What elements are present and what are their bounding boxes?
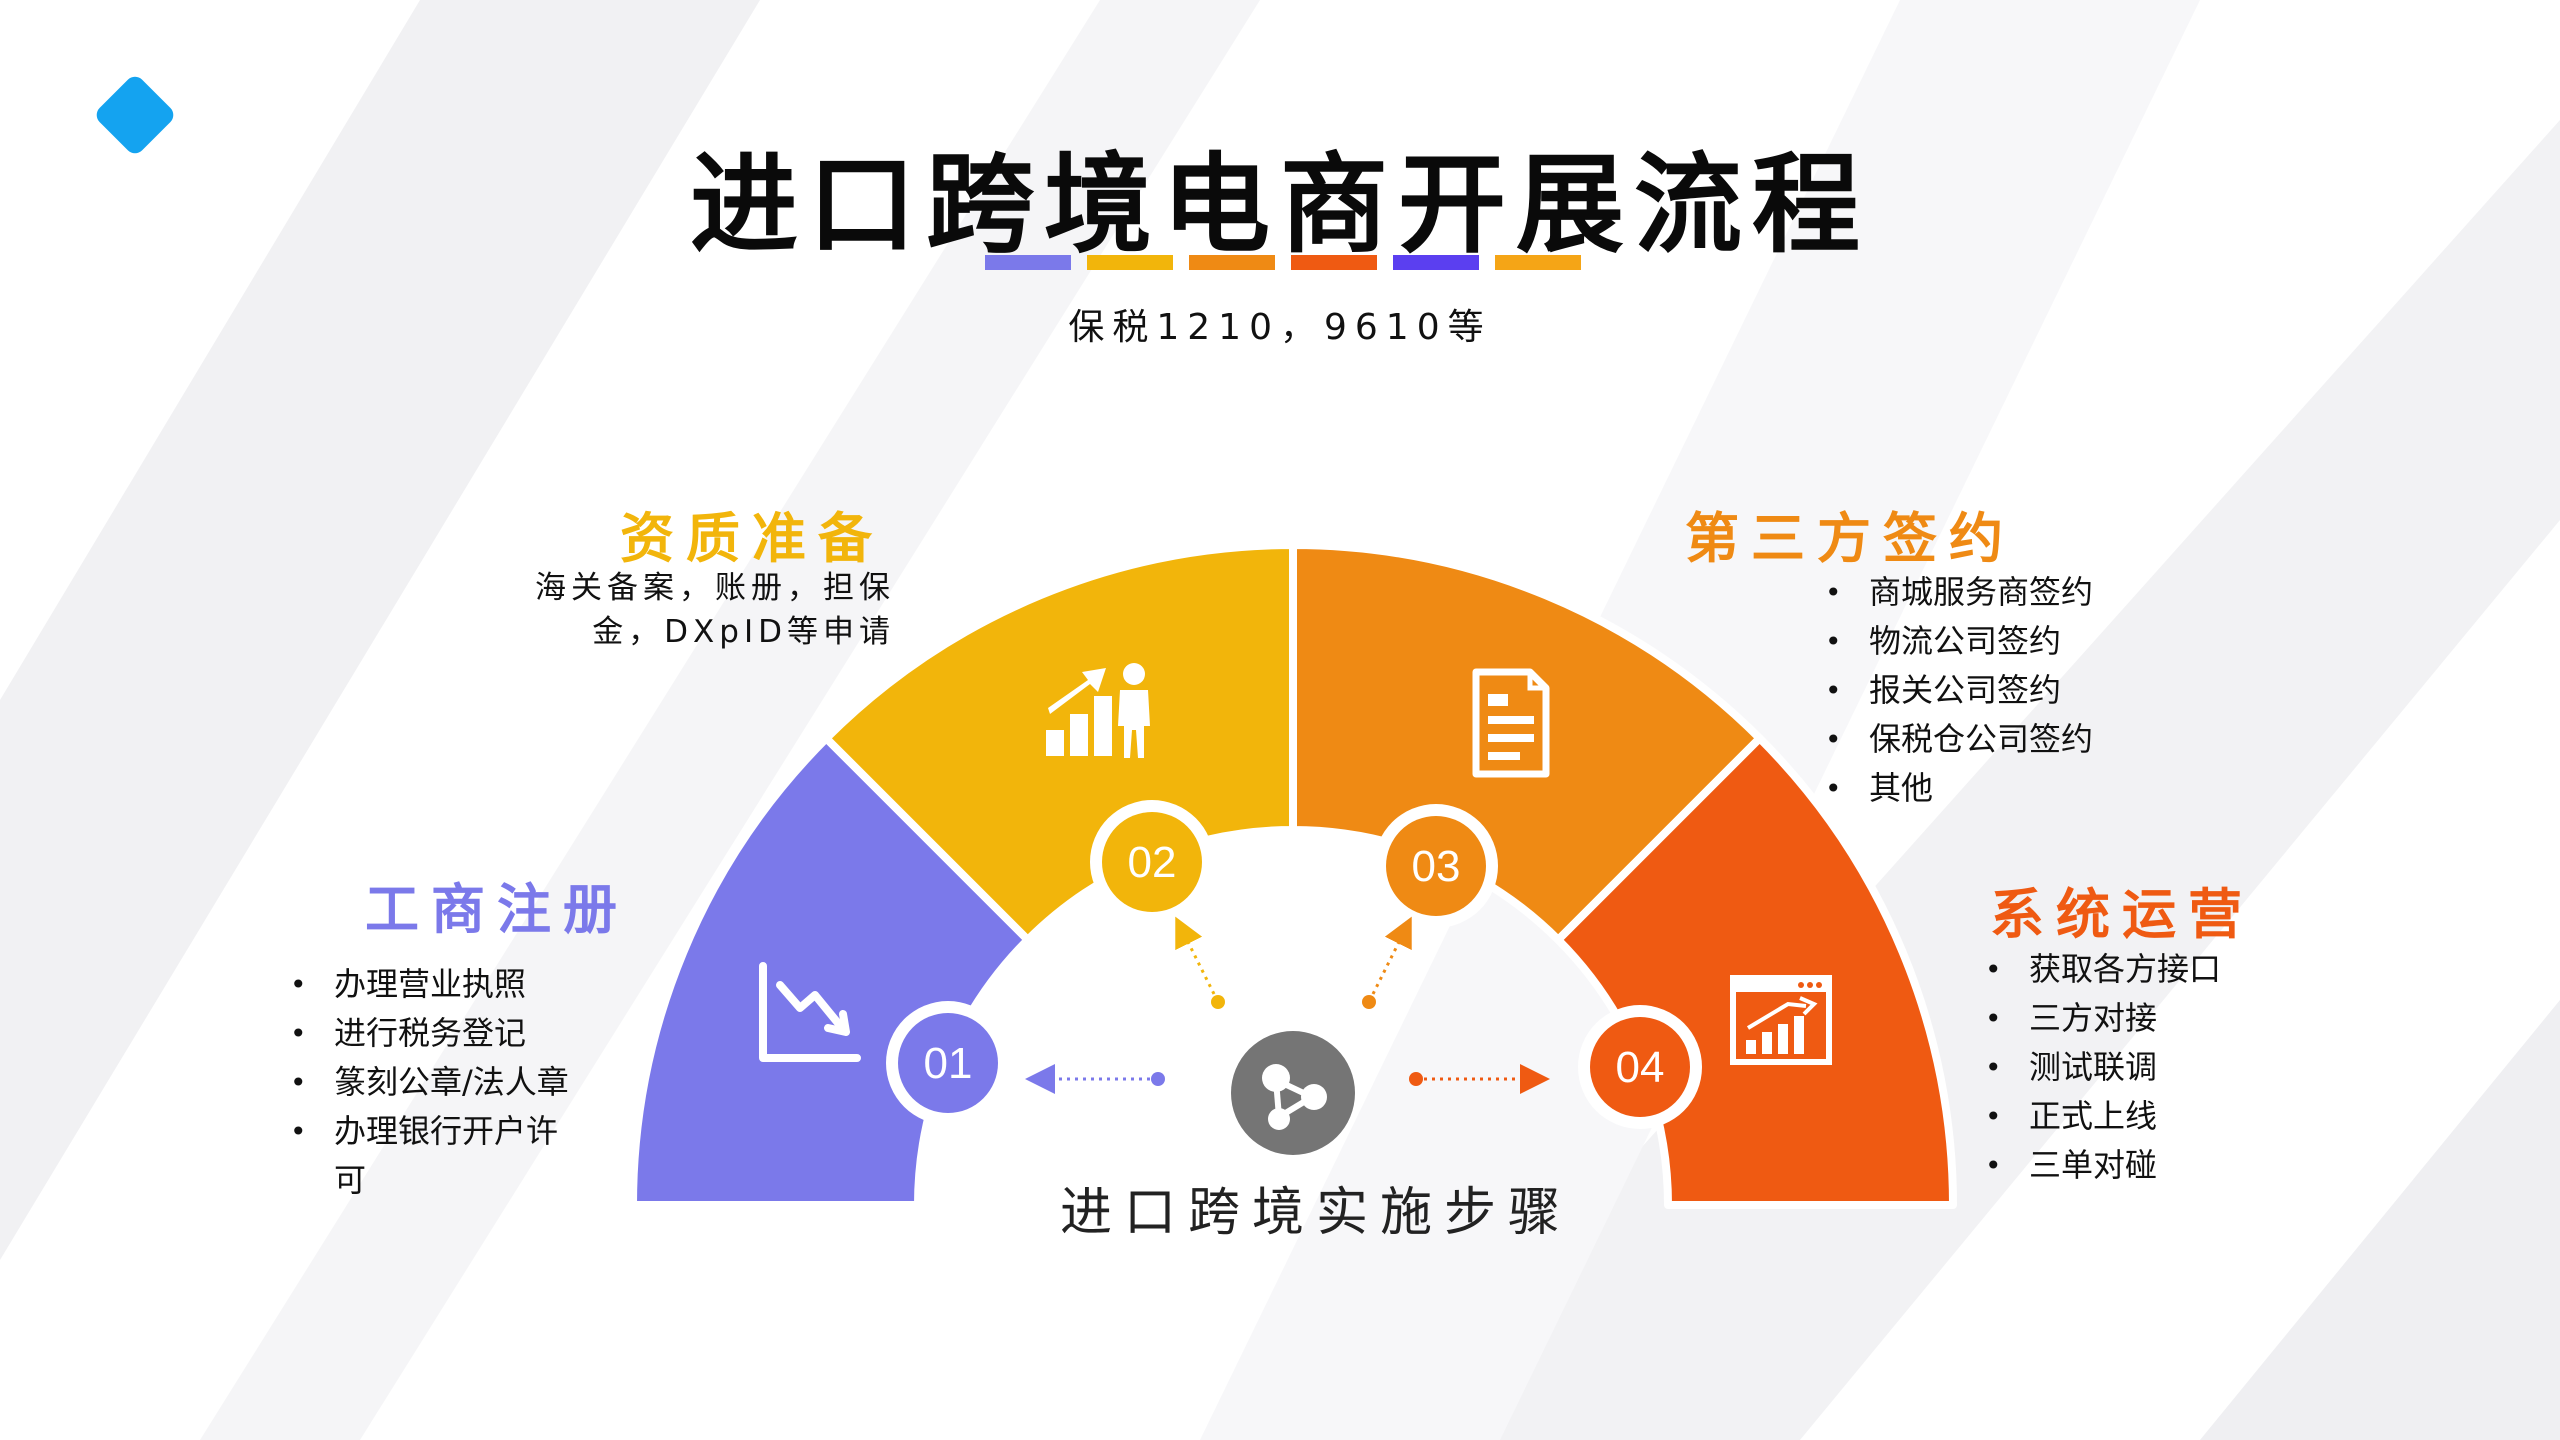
badge-03: 03 — [1374, 804, 1498, 928]
list-item: 物流公司签约 — [1825, 617, 2205, 666]
heading-step-04: 系统运营 — [1990, 883, 2254, 946]
list-item: 商城服务商签约 — [1825, 568, 2205, 617]
connector-03 — [1362, 916, 1412, 1009]
growth-person-icon — [1046, 663, 1150, 758]
connector-04 — [1409, 1064, 1550, 1094]
analytics-window-icon — [1730, 975, 1832, 1065]
badge-02-number: 02 — [1128, 838, 1177, 887]
list-item: 办理营业执照 — [290, 960, 610, 1009]
list-step-04: 获取各方接口 三方对接 测试联调 正式上线 三单对碰 — [1985, 945, 2315, 1190]
badge-01: 01 — [886, 1001, 1010, 1125]
share-nodes-icon — [1231, 1031, 1355, 1155]
badge-02: 02 — [1090, 800, 1214, 924]
connector-01 — [1025, 1064, 1165, 1094]
list-item: 保税仓公司签约 — [1825, 715, 2205, 764]
desc-step-02: 海关备案，账册，担保 金，DXpID等申请 — [500, 566, 895, 654]
heading-step-03: 第三方签约 — [1685, 507, 2015, 570]
badge-04: 04 — [1578, 1005, 1702, 1129]
chart-down-icon — [759, 962, 861, 1062]
list-item: 其他 — [1825, 764, 2205, 813]
list-item: 报关公司签约 — [1825, 666, 2205, 715]
connector-02 — [1175, 916, 1225, 1009]
badge-04-number: 04 — [1616, 1043, 1665, 1092]
accent-bar — [1087, 255, 1173, 270]
list-item: 可 — [334, 1161, 367, 1199]
center-label: 进口跨境实施步骤 — [1060, 1183, 1573, 1243]
subtitle: 保税1210，9610等 — [1068, 307, 1492, 348]
list-step-01: 办理营业执照 进行税务登记 篆刻公章/法人章 办理银行开户许 可 — [290, 960, 610, 1205]
list-item: 测试联调 — [1985, 1043, 2315, 1092]
accent-bar — [1393, 255, 1479, 270]
accent-bar — [1291, 255, 1377, 270]
list-item: 三单对碰 — [1985, 1141, 2315, 1190]
accent-bar — [1495, 255, 1581, 270]
list-item: 获取各方接口 — [1985, 945, 2315, 994]
accent-bars — [985, 255, 1581, 270]
desc-line: 金，DXpID等申请 — [592, 614, 895, 650]
list-item: 办理银行开户许 — [290, 1107, 610, 1156]
list-item: 篆刻公章/法人章 — [290, 1058, 610, 1107]
list-item: 三方对接 — [1985, 994, 2315, 1043]
list-step-03: 商城服务商签约 物流公司签约 报关公司签约 保税仓公司签约 其他 — [1825, 568, 2205, 813]
accent-bar — [985, 255, 1071, 270]
document-icon — [1472, 668, 1550, 778]
heading-step-01: 工商注册 — [365, 878, 629, 941]
desc-line: 海关备案，账册，担保 — [535, 570, 895, 606]
badge-03-number: 03 — [1412, 842, 1461, 891]
heading-step-02: 资质准备 — [620, 507, 884, 570]
list-item: 进行税务登记 — [290, 1009, 610, 1058]
list-item: 正式上线 — [1985, 1092, 2315, 1141]
badge-01-number: 01 — [924, 1039, 973, 1088]
page-title: 进口跨境电商开展流程 — [689, 143, 1870, 268]
accent-bar — [1189, 255, 1275, 270]
